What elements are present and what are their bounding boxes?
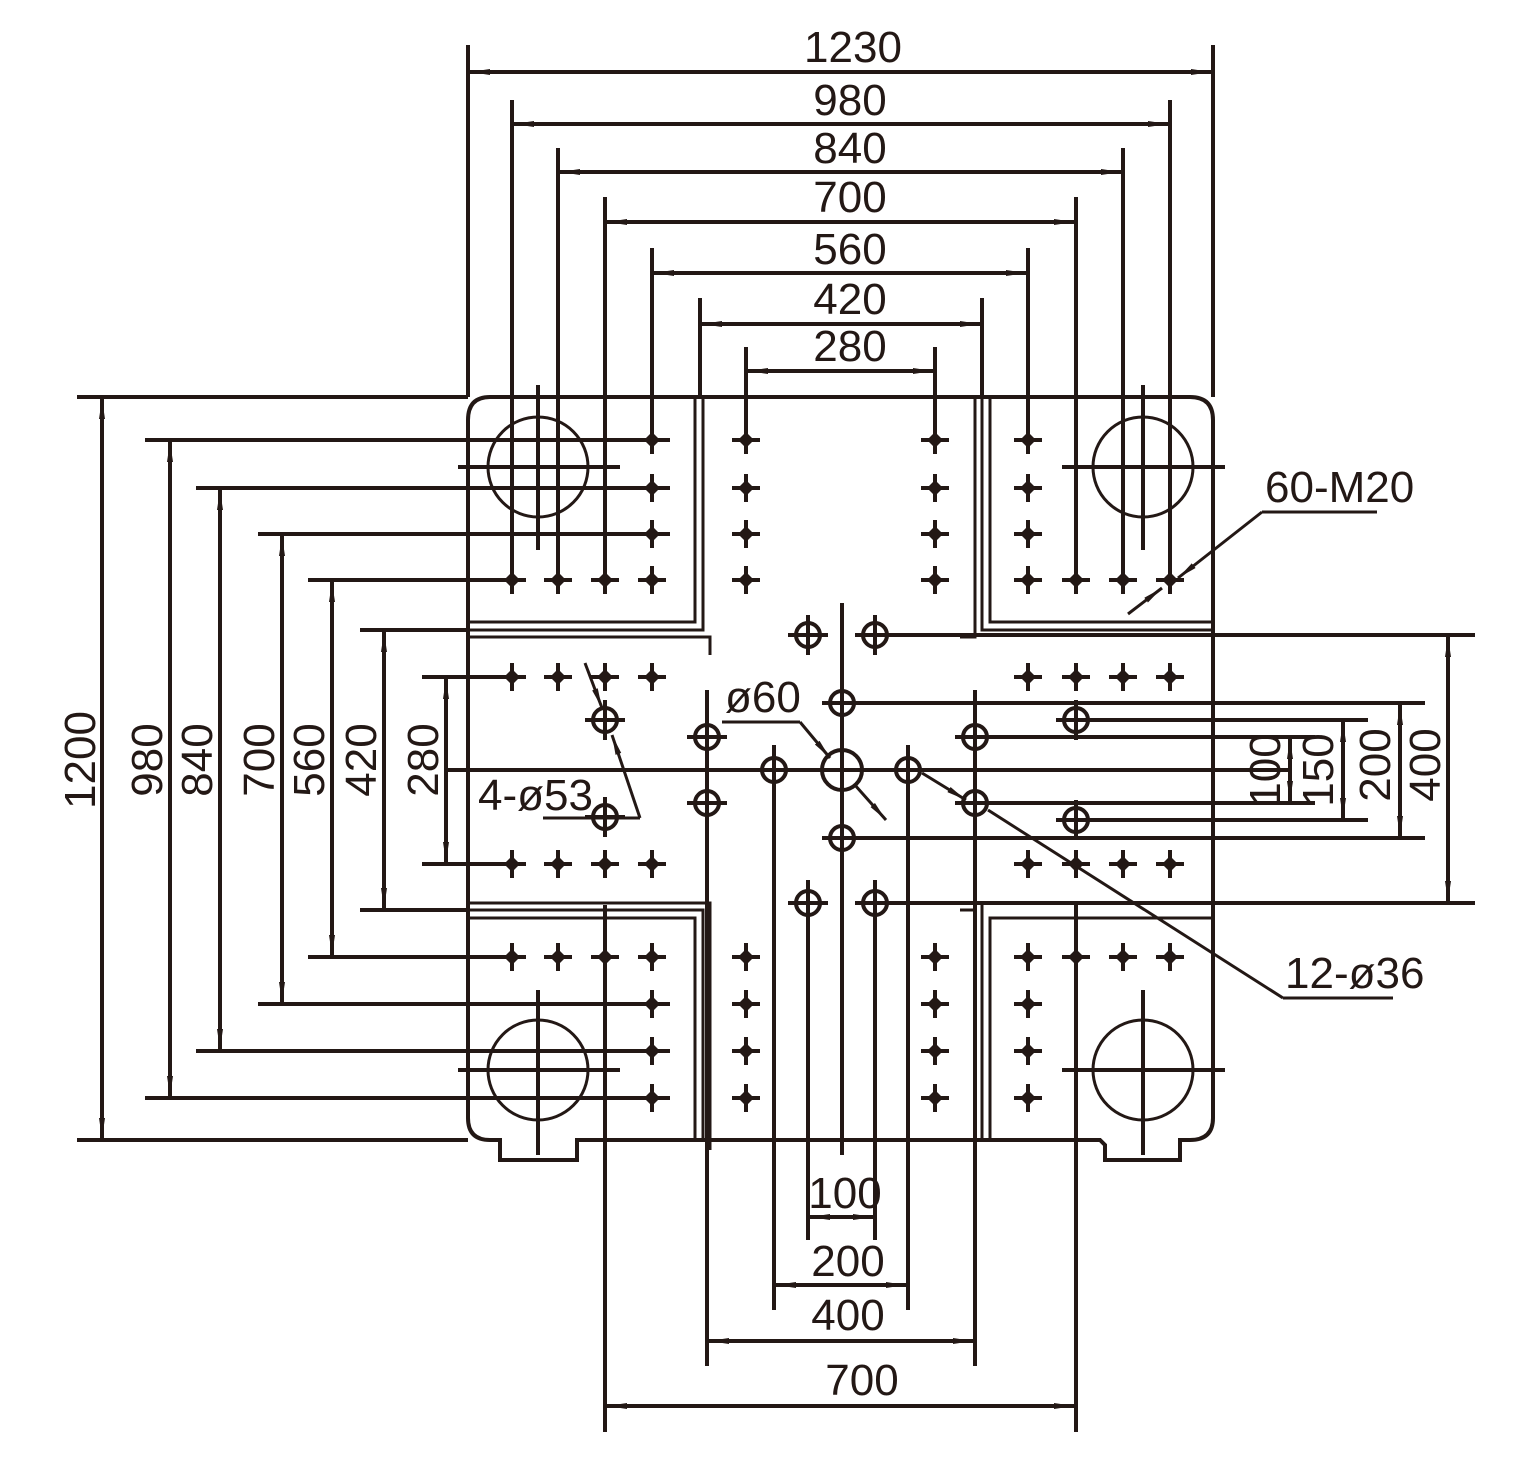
dim-left-980: 980 <box>123 723 172 796</box>
dim-top-980: 980 <box>813 76 886 125</box>
dim-left-1200: 1200 <box>56 711 105 809</box>
dim-bottom-100: 100 <box>808 1169 881 1218</box>
dim-right-150: 150 <box>1294 733 1343 806</box>
dim-left-280: 280 <box>399 723 448 796</box>
callout-leaders <box>543 510 1393 1000</box>
tie-bar-circles <box>458 385 1225 1155</box>
left-dimension-labels: 1200 980 840 700 560 420 280 <box>56 711 448 809</box>
right-dimension-labels: 100 150 200 400 <box>1241 728 1450 806</box>
right-dimension-lines <box>1287 637 1451 901</box>
dim-bottom-200: 200 <box>811 1237 884 1286</box>
callout-tie-bar-holes: 4-ø53 <box>478 771 593 820</box>
dim-right-100: 100 <box>1241 733 1290 806</box>
center-hole-60 <box>820 748 864 792</box>
bottom-dimension-labels: 100 200 400 700 <box>808 1169 898 1405</box>
dim-top-840: 840 <box>813 124 886 173</box>
callout-labels: 60-M20 12-ø36 ø60 4-ø53 <box>478 463 1424 998</box>
dim-top-420: 420 <box>813 275 886 324</box>
dim-left-560: 560 <box>285 723 334 796</box>
right-extension-lines <box>830 633 1475 905</box>
callout-center-hole: ø60 <box>725 673 801 722</box>
callout-through-holes: 12-ø36 <box>1285 949 1424 998</box>
dim-left-700: 700 <box>235 723 284 796</box>
callout-tapped-holes: 60-M20 <box>1265 463 1414 512</box>
dim-bottom-400: 400 <box>811 1291 884 1340</box>
dim-top-280: 280 <box>813 322 886 371</box>
bottom-dimension-lines <box>607 1214 1074 1409</box>
left-extension-lines <box>77 395 1290 1142</box>
dim-right-200: 200 <box>1351 728 1400 801</box>
dim-right-400: 400 <box>1401 728 1450 801</box>
dim-left-840: 840 <box>173 723 222 796</box>
dim-bottom-700: 700 <box>825 1356 898 1405</box>
dim-top-560: 560 <box>813 225 886 274</box>
dim-left-420: 420 <box>337 723 386 796</box>
dim-top-700: 700 <box>813 173 886 222</box>
top-dimension-labels: 1230 980 840 700 560 420 280 <box>804 23 902 371</box>
top-dimension-lines <box>470 69 1211 374</box>
top-extension-lines <box>466 45 1215 580</box>
dim-top-1230: 1230 <box>804 23 902 72</box>
left-dimension-lines <box>99 399 449 1138</box>
